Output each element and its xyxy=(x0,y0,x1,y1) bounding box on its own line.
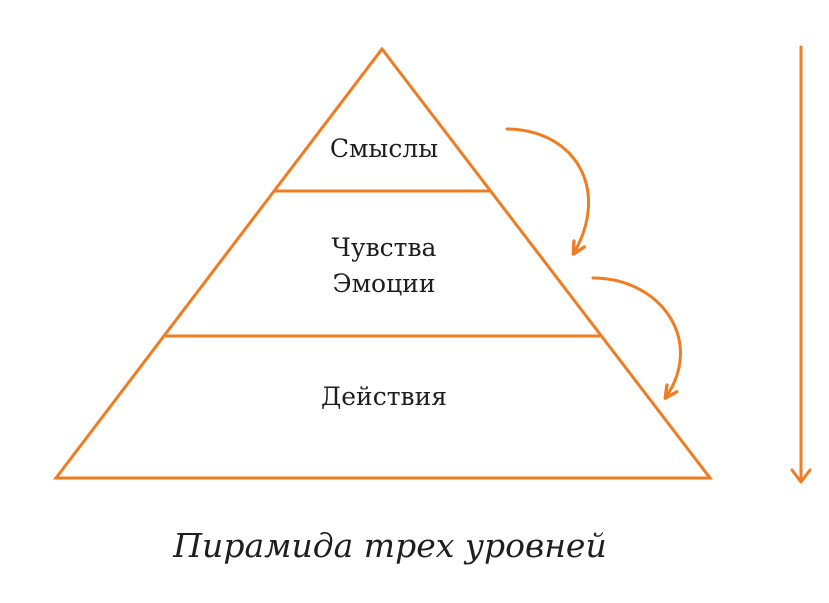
level-label-emotions: Эмоции xyxy=(332,269,435,298)
level-label-actions: Действия xyxy=(321,382,447,411)
level-label-meanings: Смыслы xyxy=(330,134,438,163)
curved-arrow-top-to-middle xyxy=(505,127,591,253)
pyramid-outline xyxy=(52,46,714,480)
curved-arrow-middle-to-bottom xyxy=(591,276,682,397)
vertical-down-arrowhead xyxy=(790,468,812,484)
level-label-feelings: Чувства xyxy=(332,233,437,262)
diagram-caption: Пирамида трех уровней xyxy=(172,526,606,565)
